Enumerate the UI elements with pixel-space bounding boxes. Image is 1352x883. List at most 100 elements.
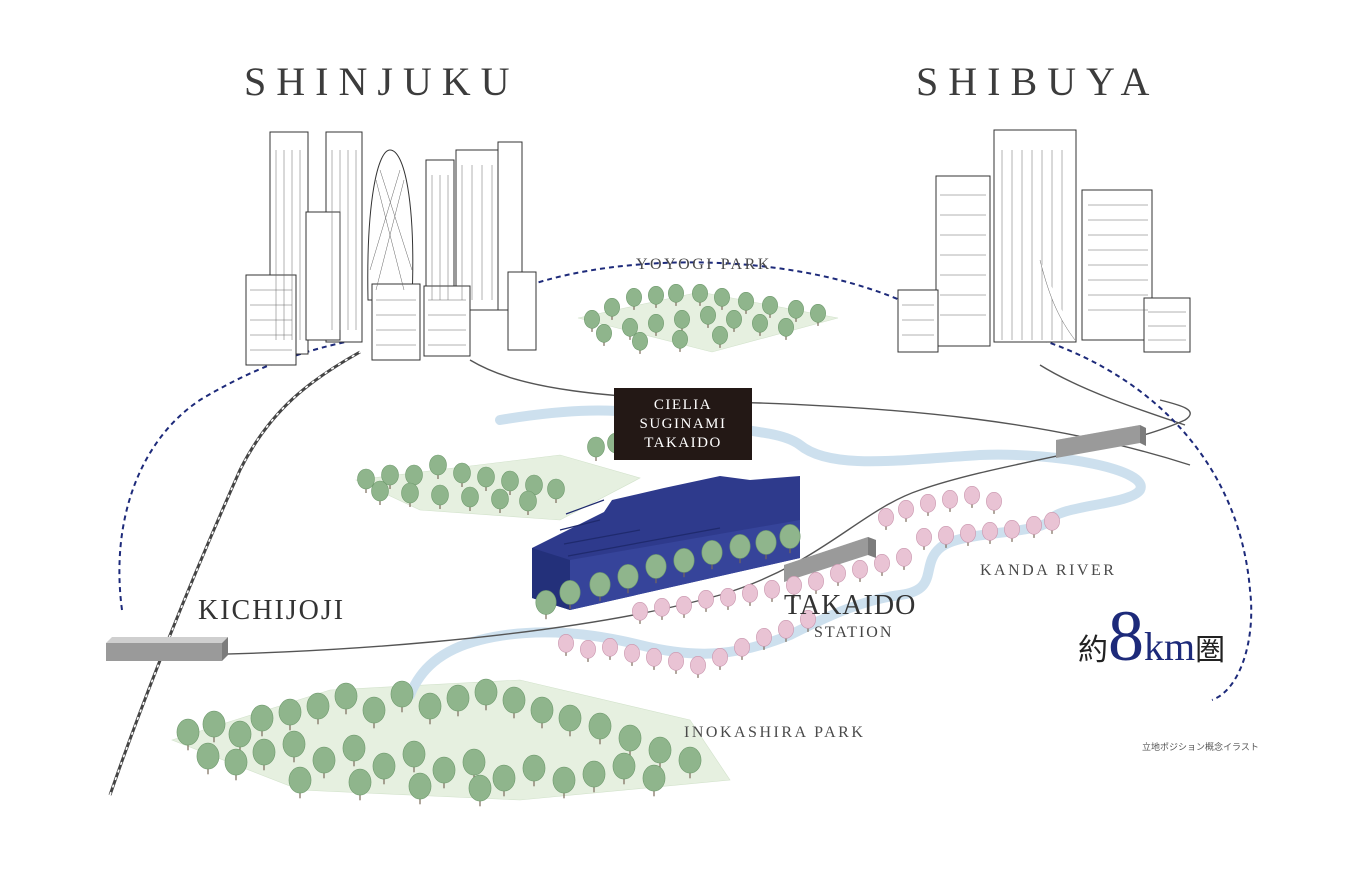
tree	[371, 480, 389, 505]
tree	[357, 468, 375, 493]
cherry-tree	[742, 583, 758, 606]
cherry-tree	[800, 609, 816, 632]
cherry-tree	[632, 601, 648, 624]
cherry-tree	[938, 525, 954, 548]
tree	[755, 530, 777, 560]
tree	[432, 756, 456, 789]
tree	[626, 287, 642, 310]
station-blocks	[106, 425, 1146, 661]
tree	[468, 774, 492, 807]
cherry-tree	[830, 563, 846, 586]
cherry-tree	[920, 493, 936, 516]
kanda-river-label: KANDA RIVER	[980, 562, 1117, 579]
tree	[278, 698, 302, 731]
cherry-trees	[558, 485, 1060, 678]
tree	[491, 488, 509, 513]
tree	[453, 462, 471, 487]
cherry-tree	[720, 587, 736, 610]
tree	[535, 590, 557, 620]
cherry-tree	[874, 553, 890, 576]
tree	[334, 682, 358, 715]
tree	[752, 313, 768, 336]
tree	[196, 742, 220, 775]
tree	[712, 325, 728, 348]
tree	[519, 490, 537, 515]
cherry-tree	[1026, 515, 1042, 538]
shinjuku-skyline	[245, 131, 537, 366]
inokashira-park-label: INOKASHIRA PARK	[684, 724, 866, 741]
cherry-tree	[764, 579, 780, 602]
cherry-tree	[624, 643, 640, 666]
cherry-tree	[808, 571, 824, 594]
tree	[645, 554, 667, 584]
tree	[390, 680, 414, 713]
illustration-note: 立地ポジション概念イラスト	[1142, 743, 1259, 753]
keio-line	[159, 399, 1191, 656]
cherry-tree	[646, 647, 662, 670]
tree	[587, 436, 605, 461]
tree	[176, 718, 200, 751]
east-station-block	[1056, 425, 1146, 458]
tree	[474, 678, 498, 711]
cherry-tree	[602, 637, 618, 660]
chuo-line	[108, 350, 361, 796]
distance-suffix: 圏	[1195, 634, 1226, 667]
tree	[738, 291, 754, 314]
takaido-station-block	[784, 537, 876, 582]
tree	[700, 305, 716, 328]
kichijoji-label: KICHIJOJI	[198, 595, 346, 626]
tree	[372, 752, 396, 785]
tree	[622, 317, 638, 340]
cherry-tree	[896, 547, 912, 570]
tree	[729, 534, 751, 564]
property-name-line1: CIELIA	[653, 396, 713, 413]
cherry-tree	[1044, 511, 1060, 534]
cherry-tree	[654, 597, 670, 620]
tree	[714, 287, 730, 310]
cherry-tree	[756, 627, 772, 650]
tree	[558, 704, 582, 737]
eight-km-ring	[118, 261, 1253, 701]
tree	[530, 696, 554, 729]
tree	[547, 478, 565, 503]
tree	[582, 760, 606, 793]
tree	[596, 323, 612, 346]
distance-prefix: 約	[1078, 634, 1108, 667]
tree	[672, 329, 688, 352]
tree	[429, 454, 447, 479]
cherry-tree	[878, 507, 894, 530]
tree	[612, 752, 636, 785]
cherry-tree	[698, 589, 714, 612]
cherry-tree	[986, 491, 1002, 514]
tree	[642, 764, 666, 797]
tree	[362, 696, 386, 729]
shinjuku-label: SHINJUKU	[244, 59, 520, 104]
tree	[522, 754, 546, 787]
cherry-tree	[558, 633, 574, 656]
tree	[288, 766, 312, 799]
tree	[584, 309, 600, 332]
tree	[202, 710, 226, 743]
distance-unit: km	[1144, 624, 1196, 669]
tree	[461, 486, 479, 511]
tree	[501, 470, 519, 495]
tree	[431, 484, 449, 509]
tree	[692, 283, 708, 306]
tree	[810, 303, 826, 326]
tree	[342, 734, 366, 767]
takaido-station-name: TAKAIDO	[784, 590, 917, 621]
tree	[604, 297, 620, 320]
tree	[252, 738, 276, 771]
tree	[559, 580, 581, 610]
tree	[726, 309, 742, 332]
shibuya-skyline	[897, 129, 1191, 353]
tree	[668, 283, 684, 306]
distance-callout: 約8km圏	[1078, 600, 1225, 672]
tree	[224, 748, 248, 781]
tree	[778, 317, 794, 340]
cherry-tree	[734, 637, 750, 660]
cherry-tree	[916, 527, 932, 550]
tree	[401, 482, 419, 507]
distance-number: 8	[1108, 596, 1144, 676]
cherry-tree	[712, 647, 728, 670]
